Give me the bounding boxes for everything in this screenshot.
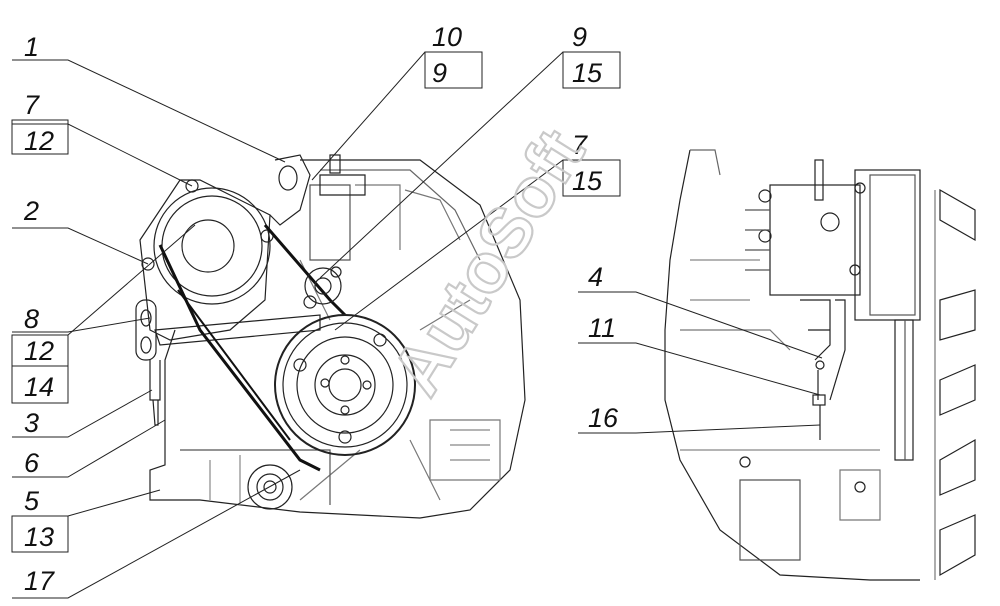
callout-4: 4 xyxy=(588,262,603,292)
callout-12: 12 xyxy=(24,126,54,156)
callout-1: 1 xyxy=(24,32,39,62)
callout-17: 17 xyxy=(24,566,55,596)
callout-6: 6 xyxy=(24,448,40,478)
callout-15: 15 xyxy=(572,166,603,196)
callout-3: 3 xyxy=(24,408,39,438)
callout-12: 12 xyxy=(24,336,54,366)
callout-2: 2 xyxy=(23,196,39,226)
callout-16: 16 xyxy=(588,403,619,433)
callout-5: 5 xyxy=(24,486,40,516)
callout-9: 9 xyxy=(572,22,587,52)
callout-8: 8 xyxy=(24,304,39,334)
callouts: 1 7 12 2 8 12 14 3 6 5 13 17 10 9 9 15 7… xyxy=(23,22,619,596)
callout-9: 9 xyxy=(432,58,447,88)
callout-7: 7 xyxy=(572,130,588,160)
callout-10: 10 xyxy=(432,22,462,52)
callout-boxes xyxy=(11,51,621,553)
callout-7: 7 xyxy=(24,90,40,120)
callout-13: 13 xyxy=(24,522,54,552)
callout-14: 14 xyxy=(24,372,54,402)
engine-side-view xyxy=(664,149,976,581)
callout-15: 15 xyxy=(572,58,603,88)
callout-11: 11 xyxy=(588,313,616,343)
